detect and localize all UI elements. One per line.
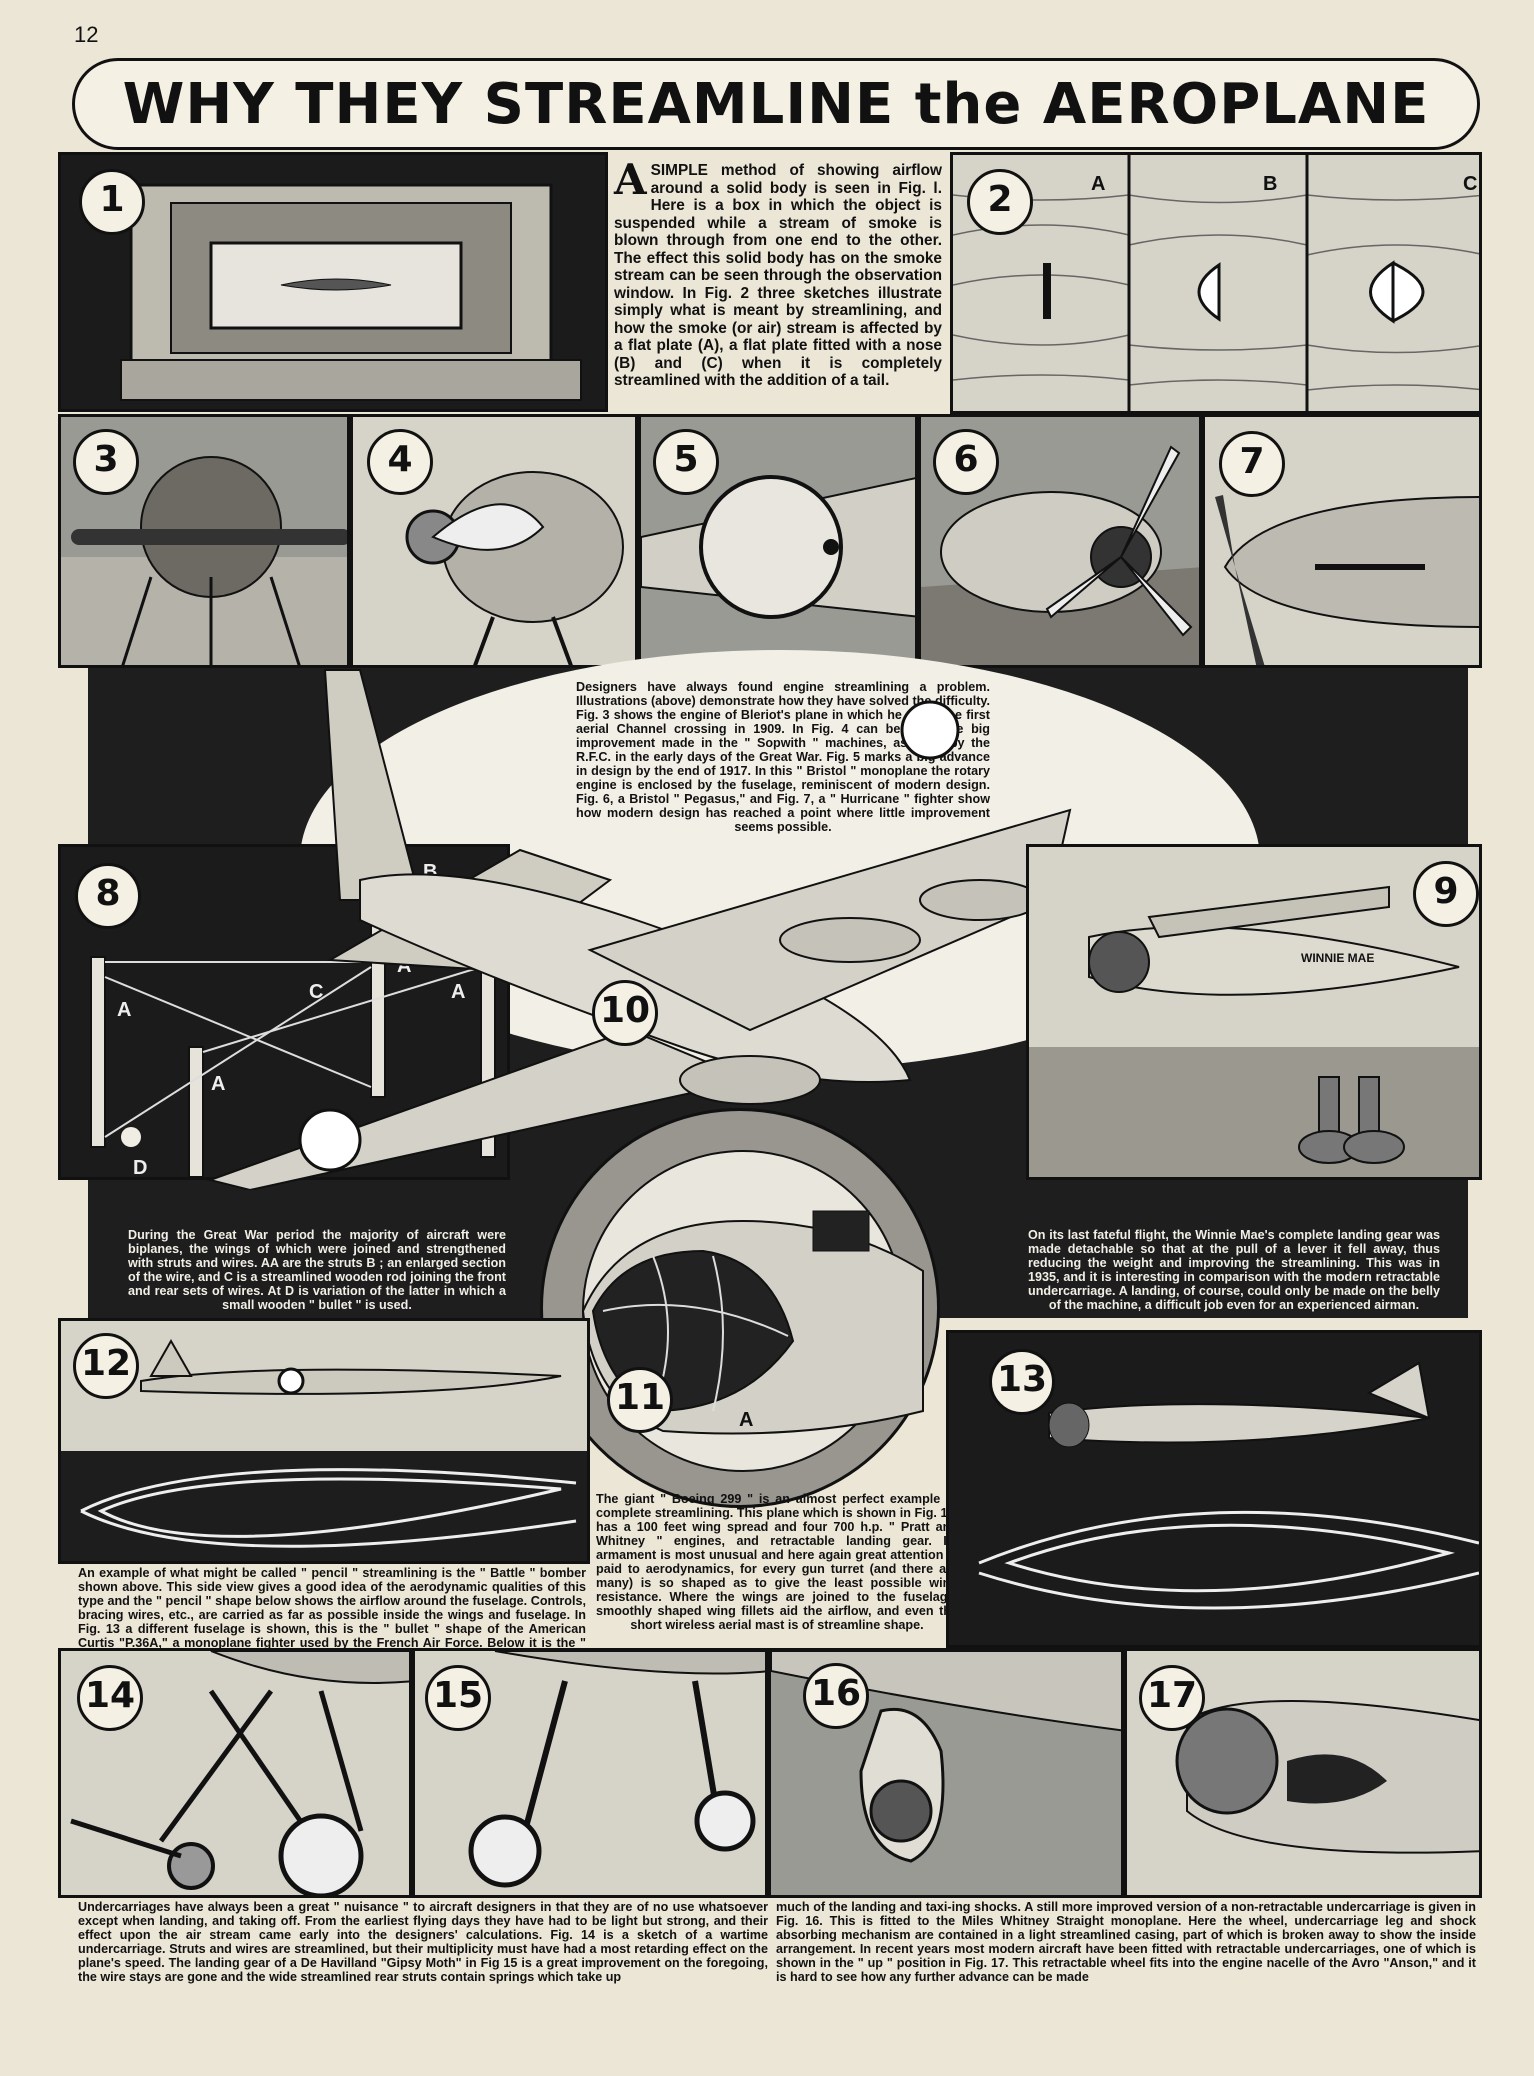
figure-11-illustration: 11 A <box>540 1108 940 1508</box>
fig8-label-a1: A <box>117 999 132 1021</box>
undercarriage-caption-right: much of the landing and taxi-ing shocks.… <box>776 1900 1476 1984</box>
intro-text: SIMPLE method of showing airflow around … <box>614 162 942 389</box>
figure-number-13: 13 <box>989 1349 1055 1415</box>
engines-caption: Designers have always found engine strea… <box>576 680 990 834</box>
curtis-p36a-illustration <box>978 1361 1479 1610</box>
fig2-label-a: A <box>1091 173 1106 195</box>
figure-2-panel: 2 A B C <box>950 152 1482 414</box>
title-banner: WHY THEY STREAMLINE the AEROPLANE <box>72 58 1480 150</box>
fig11-label-a: A <box>739 1409 754 1431</box>
boeing-caption: The giant " Boeing 299 " is an almost pe… <box>596 1492 958 1632</box>
figure-number-16: 16 <box>803 1663 869 1729</box>
fig2-label-b: B <box>1263 173 1278 195</box>
undercarriage-caption-left: Undercarriages have always been a great … <box>78 1900 768 1984</box>
figure-12-panel: 12 <box>58 1318 590 1564</box>
figure-10-illustration: 10 <box>190 650 1090 1190</box>
figure-number-1: 1 <box>79 169 145 235</box>
figure-3-panel: 3 <box>58 414 350 668</box>
bristol-monoplane-illustration <box>641 475 915 619</box>
figure-number-17: 17 <box>1139 1665 1205 1731</box>
figure-number-6: 6 <box>933 429 999 495</box>
figure-number-3: 3 <box>73 429 139 495</box>
hurricane-nose-illustration <box>1215 495 1479 665</box>
winnie-mae-name: WINNIE MAE <box>1301 951 1375 965</box>
gipsy-moth-undercarriage-illustration <box>468 1651 765 1888</box>
intro-dropcap: A <box>614 155 647 204</box>
figure-number-12: 12 <box>73 1333 139 1399</box>
figure-number-5: 5 <box>653 429 719 495</box>
figure-1-panel: 1 <box>58 152 608 412</box>
winnie-mae-caption: On its last fateful flight, the Winnie M… <box>1028 1228 1440 1312</box>
battle-bomber-illustration <box>61 1338 587 1561</box>
pencil-caption: An example of what might be called " pen… <box>78 1566 586 1664</box>
figure-14-panel: 14 <box>58 1648 412 1898</box>
figure-17-panel: 17 <box>1124 1648 1482 1898</box>
figure-number-10: 10 <box>592 980 658 1046</box>
figure-number-4: 4 <box>367 429 433 495</box>
bristol-pegasus-illustration <box>921 445 1199 665</box>
airflow-plates-illustration <box>953 155 1479 411</box>
boeing-299-illustration <box>206 669 1072 1190</box>
page-title: WHY THEY STREAMLINE the AEROPLANE <box>122 71 1430 137</box>
figure-16-panel: 16 <box>768 1648 1124 1898</box>
figure-number-9: 9 <box>1413 861 1479 927</box>
figure-13-panel: 13 <box>946 1330 1482 1648</box>
miles-whitney-undercarriage-illustration <box>771 1651 1121 1863</box>
figure-4-panel: 4 <box>350 414 638 668</box>
gun-turret-illustration <box>581 1150 924 1472</box>
fig8-label-a2: A <box>211 1073 226 1095</box>
figure-9-panel: WINNIE MAE 9 <box>1026 844 1482 1180</box>
figure-number-2: 2 <box>967 169 1033 235</box>
fig8-label-a4: A <box>451 981 466 1003</box>
fig8-label-d: D <box>133 1157 148 1179</box>
page-number: 12 <box>74 22 99 47</box>
wartime-undercarriage-illustration <box>70 1651 409 1895</box>
winnie-mae-illustration <box>1029 885 1479 1177</box>
figure-number-15: 15 <box>425 1665 491 1731</box>
figure-6-panel: 6 <box>918 414 1202 668</box>
smoke-box-illustration <box>120 183 582 401</box>
figure-15-panel: 15 <box>412 1648 768 1898</box>
figure-number-7: 7 <box>1219 431 1285 497</box>
figure-5-panel: 5 <box>638 414 918 668</box>
figure-number-14: 14 <box>77 1665 143 1731</box>
fig8-label-c: C <box>309 981 324 1003</box>
bleriot-engine-illustration <box>61 456 347 665</box>
avro-anson-undercarriage-illustration <box>1175 1700 1479 1854</box>
figure-number-11: 11 <box>607 1367 673 1433</box>
figure-number-8: 8 <box>75 863 141 929</box>
fig2-label-c: C <box>1463 173 1478 195</box>
biplane-caption: During the Great War period the majority… <box>128 1228 506 1312</box>
sopwith-engine-illustration <box>405 471 624 665</box>
figure-7-panel: 7 <box>1202 414 1482 668</box>
